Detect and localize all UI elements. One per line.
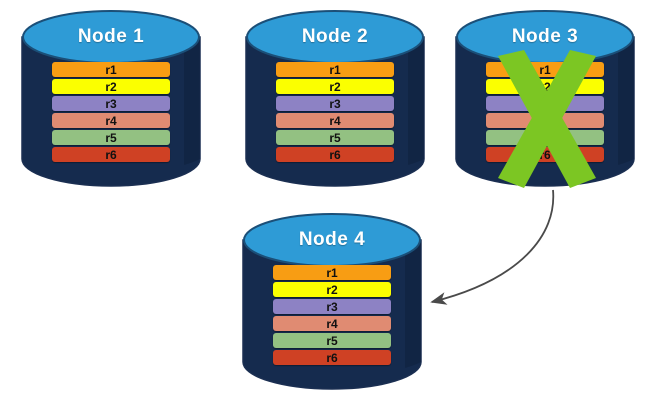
row-label: r4 [539,113,551,128]
row-label: r1 [326,265,338,280]
row-label: r1 [539,62,551,77]
row-label: r5 [326,333,338,348]
row-r2[interactable]: r2 [273,282,391,297]
row-r2[interactable]: r2 [486,79,604,94]
row-r6[interactable]: r6 [273,350,391,365]
row-r3[interactable]: r3 [273,299,391,314]
node-1-top [22,10,200,64]
row-r2[interactable]: r2 [52,79,170,94]
row-label: r6 [329,147,341,162]
row-r2[interactable]: r2 [276,79,394,94]
row-r1[interactable]: r1 [273,265,391,280]
row-label: r5 [105,130,117,145]
row-r1[interactable]: r1 [52,62,170,77]
node-2-body-shade [408,37,424,165]
row-r5[interactable]: r5 [486,130,604,145]
row-label: r2 [539,79,551,94]
row-r6[interactable]: r6 [52,147,170,162]
row-r5[interactable]: r5 [276,130,394,145]
row-label: r6 [539,147,551,162]
row-label: r1 [105,62,117,77]
row-r6[interactable]: r6 [276,147,394,162]
node-2-top [246,10,424,64]
row-r4[interactable]: r4 [273,316,391,331]
row-label: r3 [329,96,341,111]
row-label: r6 [105,147,117,162]
row-label: r2 [105,79,117,94]
node-1-body-shade [184,37,200,165]
row-label: r2 [329,79,341,94]
row-label: r4 [105,113,117,128]
row-r5[interactable]: r5 [273,333,391,348]
node-1-rows: r1 r2 r3 r4 r5 r6 [22,62,200,164]
row-label: r5 [539,130,551,145]
row-label: r2 [326,282,338,297]
row-label: r5 [329,130,341,145]
node-2-rows: r1 r2 r3 r4 r5 r6 [246,62,424,164]
node-3-top [456,10,634,64]
row-label: r4 [329,113,341,128]
row-r5[interactable]: r5 [52,130,170,145]
node-3-rows: r1 r2 r3 r4 r5 r6 [456,62,634,164]
row-label: r4 [326,316,338,331]
row-r3[interactable]: r3 [486,96,604,111]
row-r4[interactable]: r4 [486,113,604,128]
row-label: r6 [326,350,338,365]
row-r6[interactable]: r6 [486,147,604,162]
row-r4[interactable]: r4 [52,113,170,128]
node-3-body-shade [618,37,634,165]
row-label: r1 [329,62,341,77]
row-r3[interactable]: r3 [276,96,394,111]
row-r1[interactable]: r1 [486,62,604,77]
row-r3[interactable]: r3 [52,96,170,111]
node-4-rows: r1 r2 r3 r4 r5 r6 [243,265,421,367]
node-4-body-shade [405,240,421,368]
row-r4[interactable]: r4 [276,113,394,128]
row-label: r3 [105,96,117,111]
row-label: r3 [326,299,338,314]
row-label: r3 [539,96,551,111]
row-r1[interactable]: r1 [276,62,394,77]
node-4-top [243,213,421,267]
